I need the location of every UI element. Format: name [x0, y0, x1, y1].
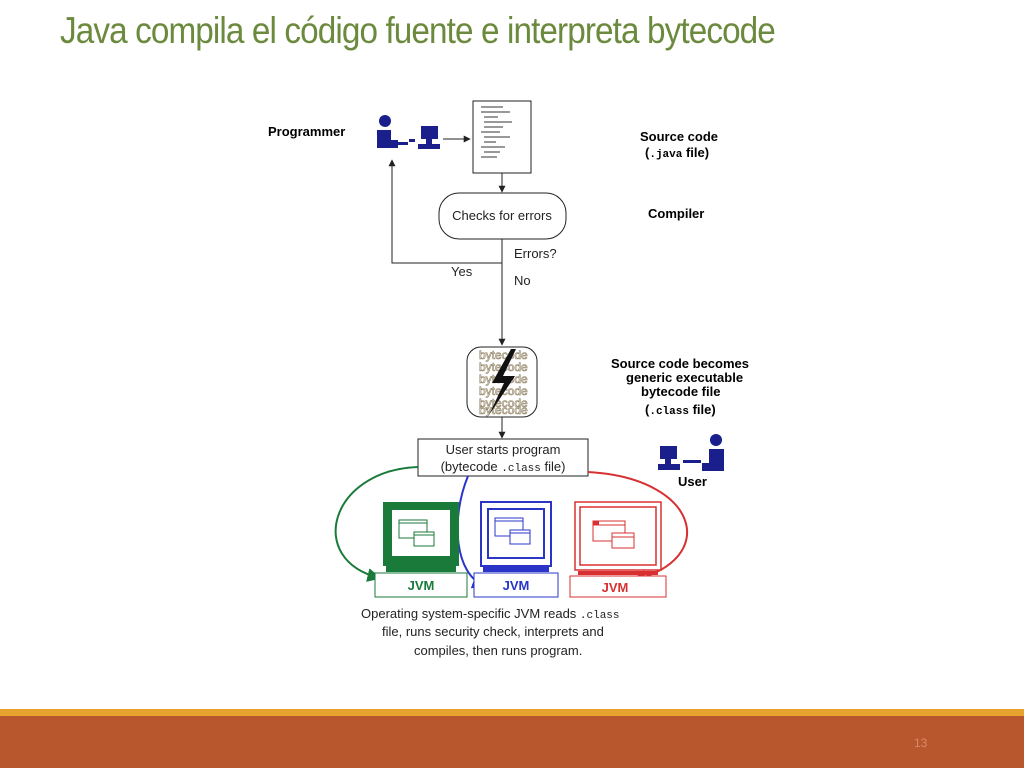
- svg-text:bytecode: bytecode: [479, 396, 528, 410]
- programmer-label: Programmer: [268, 124, 345, 139]
- programmer-icon: [377, 115, 440, 149]
- svg-text:bytecode: bytecode: [479, 348, 528, 362]
- user-starts-box: [417, 438, 589, 477]
- lightning-icon: [489, 349, 516, 415]
- becomes-line2: generic executable: [626, 370, 743, 385]
- user-label: User: [678, 474, 707, 489]
- caption-line2: file, runs security check, interprets an…: [382, 624, 604, 639]
- java-file-label: (.java file): [645, 145, 709, 161]
- yes-loop-arrow: [388, 159, 503, 264]
- user-icon: [658, 434, 724, 471]
- becomes-line3: bytecode file: [641, 384, 720, 399]
- jvm-computer-green: JVM: [374, 502, 468, 598]
- java-compile-diagram: Programmer Source code (.java file): [268, 100, 749, 658]
- bytecode-file-icon: bytecode bytecode bytecode bytecode byte…: [466, 346, 538, 418]
- compiler-label: Compiler: [648, 206, 704, 221]
- no-label: No: [514, 273, 531, 288]
- jvm-computer-blue: JVM: [473, 501, 559, 598]
- jvm-computer-red: JVM: [569, 501, 667, 598]
- user-starts-line1: User starts program: [446, 442, 561, 457]
- page-number: 13: [914, 736, 928, 750]
- green-arrow: [334, 466, 419, 582]
- errors-question: Errors?: [514, 246, 557, 261]
- caption-line3: compiles, then runs program.: [414, 643, 582, 658]
- becomes-line1: Source code becomes: [611, 356, 749, 371]
- footer-accent-bar: [0, 709, 1024, 716]
- source-file-icon: [472, 100, 532, 174]
- svg-text:bytecode: bytecode: [479, 403, 528, 417]
- checks-for-errors-label: Checks for errors: [452, 208, 552, 223]
- jvm-label-green: JVM: [408, 578, 435, 593]
- footer-bar: [0, 716, 1024, 768]
- yes-label: Yes: [451, 264, 473, 279]
- jvm-label-blue: JVM: [503, 578, 530, 593]
- slide-title: Java compila el código fuente e interpre…: [60, 10, 776, 51]
- caption-line1: Operating system-specific JVM reads .cla…: [361, 606, 620, 622]
- user-starts-line2: (bytecode .class file): [441, 459, 566, 475]
- jvm-label-red: JVM: [602, 580, 629, 595]
- class-file-label: (.class file): [645, 402, 716, 418]
- source-code-label: Source code: [640, 129, 718, 144]
